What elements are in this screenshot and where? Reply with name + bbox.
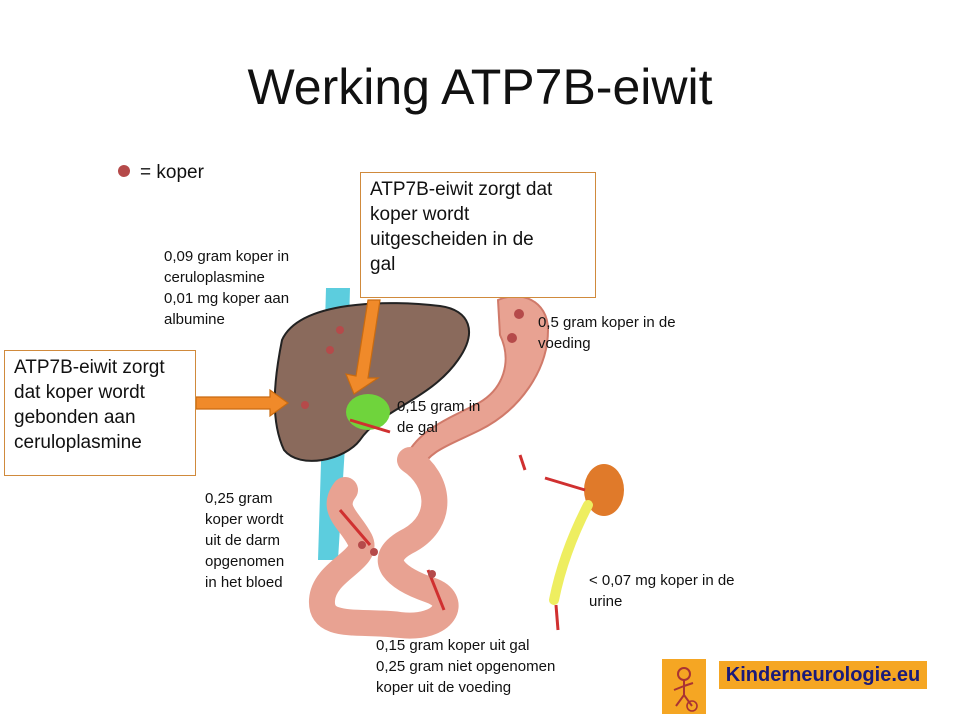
copper-dot — [514, 309, 524, 319]
bile-copper-label: 0,15 gram in de gal — [397, 398, 481, 436]
bile-excretion-box: ATP7B-eiwit zorgt dat koper wordt uitges… — [360, 172, 596, 298]
blood-copper-label: 0,09 gram koper in ceruloplasmine 0,01 m… — [164, 248, 290, 328]
copper-dot — [301, 401, 309, 409]
copper-dot — [358, 541, 366, 549]
brand-logo[interactable]: Kinderneurologie.eu — [719, 661, 927, 689]
ureter — [549, 500, 593, 605]
callout-arrow-down — [345, 299, 381, 395]
callout-arrow-right — [195, 388, 290, 418]
copper-dot — [336, 326, 344, 334]
legend: = koper — [118, 162, 204, 184]
urine-copper-label: < 0,07 mg koper in de urine — [589, 572, 735, 610]
intestine — [309, 447, 459, 639]
copper-dot — [428, 570, 436, 578]
copper-dot — [370, 548, 378, 556]
kidney — [584, 464, 624, 516]
child-figure-icon — [662, 659, 706, 714]
legend-label: = koper — [140, 162, 204, 183]
page-title: Werking ATP7B-eiwit — [247, 59, 713, 115]
copper-dot-icon — [118, 165, 130, 177]
flow-arrow-diet — [518, 454, 527, 471]
diet-copper-label: 0,5 gram koper in de voeding — [538, 314, 676, 352]
flow-arrow-intestine-to-blood — [338, 509, 372, 546]
copper-dot — [326, 346, 334, 354]
absorbed-copper-label: 0,25 gram koper wordt uit de darm opgeno… — [205, 490, 285, 591]
flow-arrow-liver-to-bile — [349, 418, 391, 434]
flow-arrows — [338, 418, 586, 631]
callout-arrows — [195, 299, 381, 418]
copper-dots — [301, 309, 524, 578]
flow-arrow-kidney-to-urine — [554, 604, 560, 631]
ceruloplasmin-binding-box: ATP7B-eiwit zorgt dat koper wordt gebond… — [4, 350, 196, 476]
flow-arrow-to-kidney — [544, 476, 586, 492]
copper-dot — [507, 333, 517, 343]
feces-copper-label: 0,15 gram koper uit gal 0,25 gram niet o… — [376, 637, 556, 696]
